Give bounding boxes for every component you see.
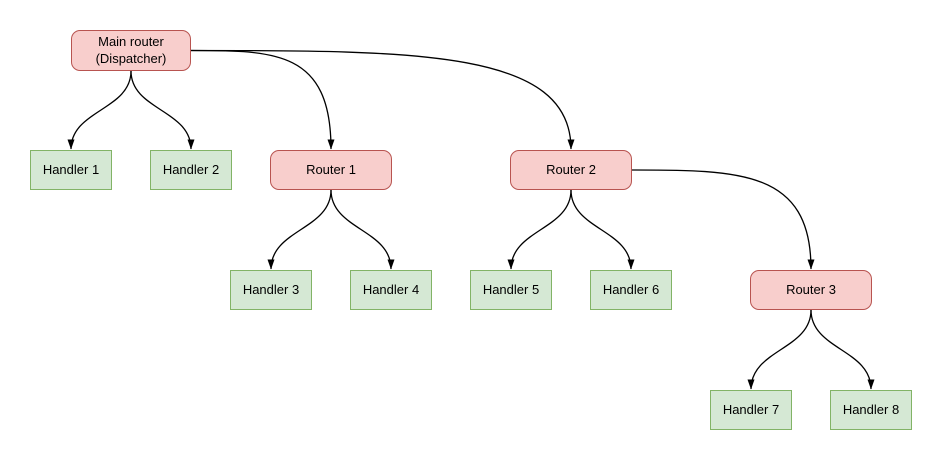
node-r3-router: Router 3 bbox=[750, 270, 872, 310]
node-label: Handler 8 bbox=[842, 401, 900, 417]
edge-main-to-h1 bbox=[67, 70, 132, 150]
node-h6-handler: Handler 6 bbox=[590, 270, 672, 310]
node-label: Handler 5 bbox=[482, 281, 540, 297]
node-label: Handler 3 bbox=[242, 281, 300, 297]
node-h1-handler: Handler 1 bbox=[30, 150, 112, 190]
node-label: Handler 7 bbox=[722, 401, 780, 417]
node-label: Handler 2 bbox=[162, 161, 220, 177]
node-label: Handler 6 bbox=[602, 281, 660, 297]
edge-r2-to-h6 bbox=[570, 189, 635, 270]
node-h3-handler: Handler 3 bbox=[230, 270, 312, 310]
node-label: Router 1 bbox=[306, 161, 356, 177]
node-label: Router 2 bbox=[546, 161, 596, 177]
edge-r3-to-h8 bbox=[810, 309, 875, 390]
node-label: Main router (Dispatcher) bbox=[95, 34, 167, 66]
edge-main-to-r2 bbox=[190, 49, 575, 150]
node-h2-handler: Handler 2 bbox=[150, 150, 232, 190]
node-h5-handler: Handler 5 bbox=[470, 270, 552, 310]
node-label: Handler 1 bbox=[42, 161, 100, 177]
node-r2-router: Router 2 bbox=[510, 150, 632, 190]
edge-r3-to-h7 bbox=[747, 309, 812, 390]
node-h7-handler: Handler 7 bbox=[710, 390, 792, 430]
node-h4-handler: Handler 4 bbox=[350, 270, 432, 310]
node-main-router: Main router (Dispatcher) bbox=[71, 30, 191, 71]
edge-r1-to-h3 bbox=[267, 189, 332, 270]
edge-r2-to-r3 bbox=[631, 169, 815, 270]
edge-r2-to-h5 bbox=[507, 189, 572, 270]
node-label: Router 3 bbox=[786, 281, 836, 297]
edge-main-to-r1 bbox=[190, 49, 335, 150]
node-label: Handler 4 bbox=[362, 281, 420, 297]
edge-r1-to-h4 bbox=[330, 189, 395, 270]
node-h8-handler: Handler 8 bbox=[830, 390, 912, 430]
node-r1-router: Router 1 bbox=[270, 150, 392, 190]
edge-main-to-h2 bbox=[130, 70, 195, 150]
